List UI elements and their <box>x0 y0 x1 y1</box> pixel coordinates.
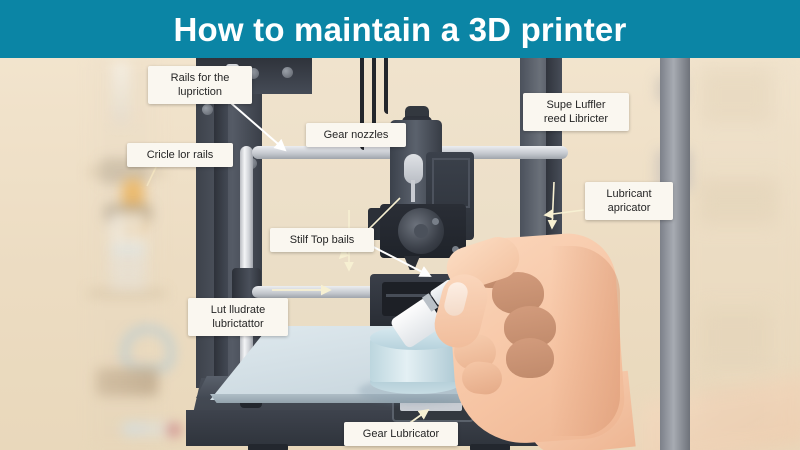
printer-hotend-plate-detail <box>432 158 470 208</box>
callout-lubricant-apricator[interactable]: Lubricant apricator <box>585 182 673 220</box>
callout-supe-luffler-reed-libricter[interactable]: Supe Luffler reed Libricter <box>523 93 629 131</box>
background-shelf-right-3 <box>700 308 770 368</box>
background-brush <box>96 368 158 396</box>
page-title: How to maintain a 3D printer <box>173 10 627 48</box>
printer-foot-right <box>470 444 510 450</box>
background-shelf-right-2 <box>698 178 778 224</box>
printer-extruder-gear-center <box>414 224 428 238</box>
callout-stilf-top-bails[interactable]: Stilf Top bails <box>270 228 374 252</box>
background-hoop-tool <box>122 326 174 372</box>
printer-pillar-right <box>660 58 690 450</box>
background-jar-label-stripe-2 <box>112 262 144 266</box>
illustration-stage: Rails for the lupriction Cricle lor rail… <box>0 58 800 450</box>
printer-hotend-stem <box>411 180 415 202</box>
header-banner: How to maintain a 3D printer <box>0 0 800 58</box>
printer-cable-1 <box>360 58 364 150</box>
background-tube-cap <box>168 424 180 436</box>
printer-screw-left-upper <box>202 104 213 115</box>
callout-gear-lubricator[interactable]: Gear Lubricator <box>344 422 458 446</box>
printer-frame-left-inner <box>214 58 228 388</box>
hand-illustration <box>429 226 636 450</box>
background-shelf-board-lower <box>88 290 166 297</box>
background-shelf-right-1 <box>700 68 772 124</box>
hand-knuckle-4 <box>506 338 554 378</box>
hand-palm-shading <box>550 246 620 436</box>
background-jar-label-stripe <box>112 248 144 253</box>
printer-screw-top-mid <box>248 68 259 79</box>
printer-foot-left <box>248 444 288 450</box>
background-tube <box>122 422 178 436</box>
printer-screw-top-right <box>282 67 293 78</box>
callout-lut-lludrate-lubrictattor[interactable]: Lut lludrate lubrictattor <box>188 298 288 336</box>
printer-build-plate-edge <box>210 394 481 403</box>
printer-hotend-fan-oval <box>404 154 423 184</box>
callout-rails-for-the-lupriction[interactable]: Rails for the lupriction <box>148 66 252 104</box>
printer-cable-2 <box>372 58 376 138</box>
printer-cable-3 <box>384 58 388 114</box>
callout-cricle-lor-rails[interactable]: Cricle lor rails <box>127 143 233 167</box>
printer-bed-carriage-line <box>386 294 444 297</box>
printer-hotend-screw-1 <box>432 218 439 225</box>
background-bottle-small <box>112 62 130 124</box>
callout-gear-nozzles[interactable]: Gear nozzles <box>306 123 406 147</box>
